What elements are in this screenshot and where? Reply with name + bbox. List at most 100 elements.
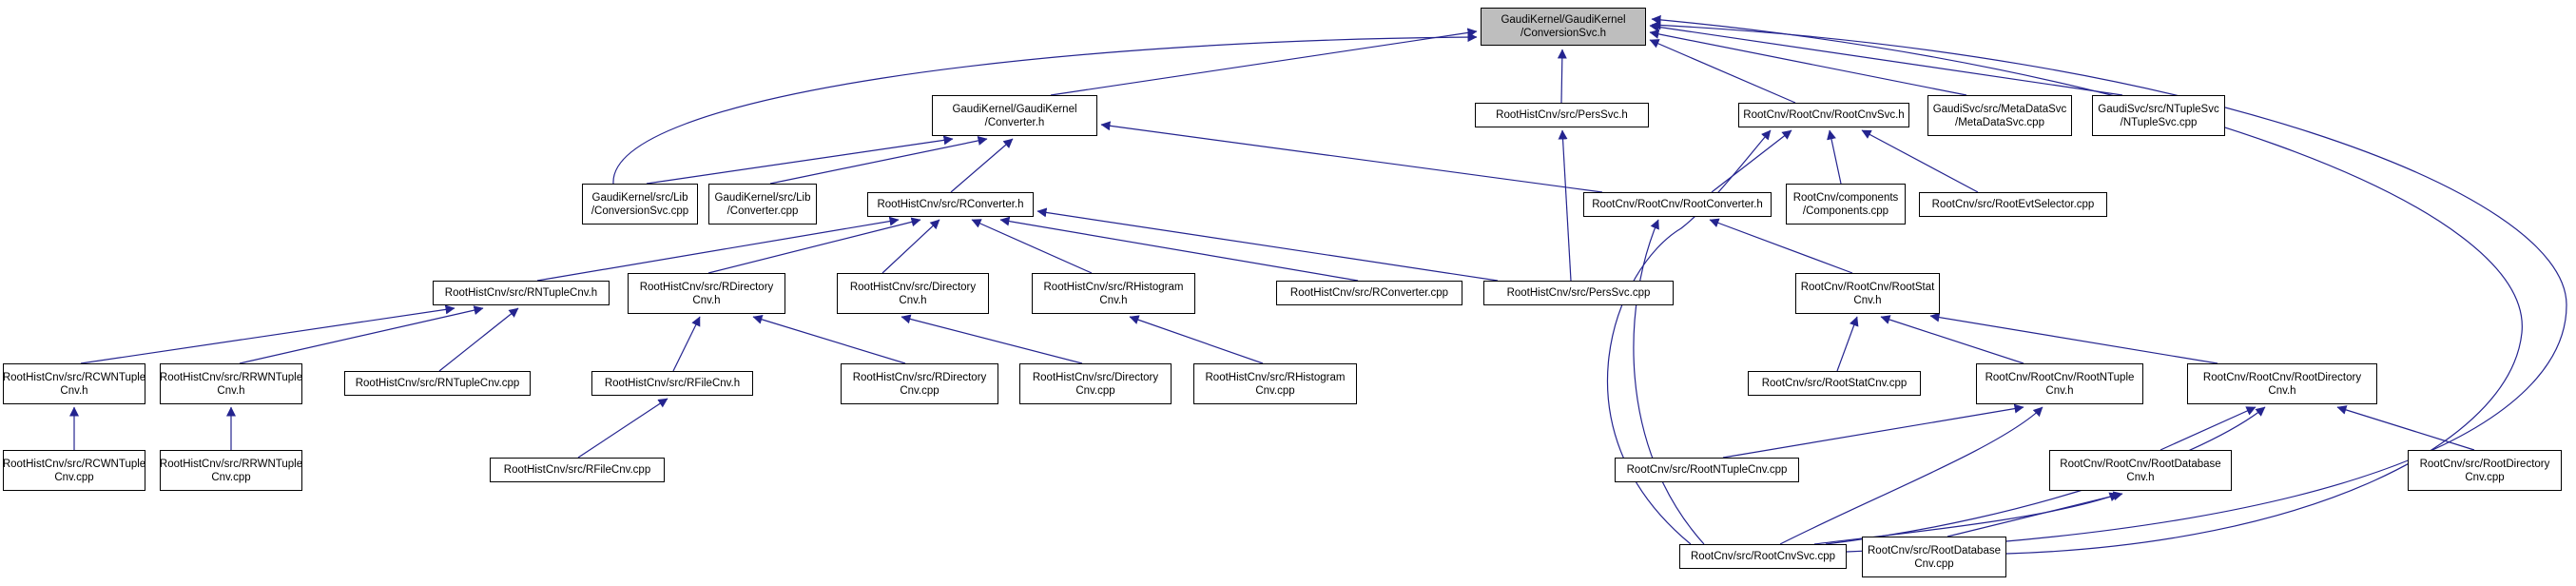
graph-node-rootevtselector-cpp[interactable]: RootCnv/src/RootEvtSelector.cpp xyxy=(1919,192,2107,217)
node-label: RootCnv/src/RootNTupleCnv.cpp xyxy=(1626,464,1788,476)
node-label: GaudiKernel/src/Lib xyxy=(591,191,688,204)
node-label: /ConversionSvc.cpp xyxy=(591,205,689,217)
node-label: RootCnv/RootCnv/RootDirectory xyxy=(2202,371,2362,383)
graph-node-rootdatabasecnv-cpp[interactable]: RootCnv/src/RootDatabase Cnv.cpp xyxy=(1862,537,2006,577)
graph-node-rhistogramcnv-cpp[interactable]: RootHistCnv/src/RHistogram Cnv.cpp xyxy=(1193,363,1357,404)
edge-rootstatcnv-h-to-rootconverter-h xyxy=(1709,218,1853,274)
graph-node-rcwntuplecnv-cpp[interactable]: RootHistCnv/src/RCWNTuple Cnv.cpp xyxy=(3,450,145,491)
node-label: Cnv.cpp xyxy=(211,471,251,483)
node-label: Cnv.cpp xyxy=(1255,384,1295,397)
graph-node-perssvc-h[interactable]: RootHistCnv/src/PersSvc.h xyxy=(1475,103,1649,127)
node-label: /Converter.cpp xyxy=(726,205,799,217)
edge-rootcnvsvc-cpp-to-rootdatabasecnv-h xyxy=(1813,492,2120,545)
graph-node-rootntuplecnv-cpp[interactable]: RootCnv/src/RootNTupleCnv.cpp xyxy=(1615,458,1799,482)
edge-rntuplecnv-h-to-rconverter-h xyxy=(536,216,900,282)
node-label: RootCnv/src/RootCnvSvc.cpp xyxy=(1690,551,1836,562)
graph-node-directorycnv-cpp[interactable]: RootHistCnv/src/Directory Cnv.cpp xyxy=(1019,363,1172,404)
edge-components-cpp-to-rootcnvsvc-h xyxy=(1827,129,1842,185)
graph-node-rconverter-h[interactable]: RootHistCnv/src/RConverter.h xyxy=(867,192,1034,217)
graph-node-lib-converter-cpp[interactable]: GaudiKernel/src/Lib /Converter.cpp xyxy=(708,184,817,225)
node-label: /Converter.h xyxy=(984,116,1045,128)
graph-node-rcwntuplecnv-h[interactable]: RootHistCnv/src/RCWNTuple Cnv.h xyxy=(3,363,145,404)
edge-rootcnvsvc-h-to-conversionsvc-h xyxy=(1649,39,1796,104)
graph-node-metadatasvc-cpp[interactable]: GaudiSvc/src/MetaDataSvc /MetaDataSvc.cp… xyxy=(1927,95,2072,136)
graph-node-rfilecnv-cpp[interactable]: RootHistCnv/src/RFileCnv.cpp xyxy=(490,458,665,482)
node-label: GaudiKernel/GaudiKernel xyxy=(1501,14,1626,26)
node-label: RootCnv/components xyxy=(1792,191,1899,204)
graph-node-ntuplesvc-cpp[interactable]: GaudiSvc/src/NTupleSvc /NTupleSvc.cpp xyxy=(2092,95,2225,136)
edge-rntuplecnv-cpp-to-rntuplecnv-h xyxy=(438,307,519,372)
graph-node-components-cpp[interactable]: RootCnv/components /Components.cpp xyxy=(1786,184,1906,225)
edge-rootdatabasecnv-h-to-rootdirectorycnv-h xyxy=(2160,406,2256,451)
node-label: Cnv.h xyxy=(1099,294,1128,306)
edge-rootevtselector-cpp-to-rootcnvsvc-h xyxy=(1861,129,1979,193)
node-label: RootHistCnv/src/RCWNTuple xyxy=(2,371,146,383)
edge-rootcnvsvc-cpp-to-rootcnvsvc-h xyxy=(1607,129,1772,545)
graph-node-rconverter-cpp[interactable]: RootHistCnv/src/RConverter.cpp xyxy=(1276,281,1462,305)
node-label: /Components.cpp xyxy=(1802,205,1889,217)
edge-rdirectorycnv-cpp-to-rdirectorycnv-h xyxy=(752,315,906,364)
graph-node-perssvc-cpp[interactable]: RootHistCnv/src/PersSvc.cpp xyxy=(1483,281,1674,305)
node-label: RootHistCnv/src/RDirectory xyxy=(852,371,987,383)
edge-lib-conversionsvc-cpp-to-conversionsvc-h xyxy=(612,32,1478,185)
node-label: RootHistCnv/src/RConverter.cpp xyxy=(1289,287,1449,299)
node-label: Cnv.cpp xyxy=(2465,471,2505,483)
node-label: RootHistCnv/src/RDirectory xyxy=(639,281,774,293)
graph-node-lib-conversionsvc-cpp[interactable]: GaudiKernel/src/Lib /ConversionSvc.cpp xyxy=(582,184,698,225)
graph-node-rhistogramcnv-h[interactable]: RootHistCnv/src/RHistogram Cnv.h xyxy=(1032,273,1195,314)
graph-node-rootstatcnv-cpp[interactable]: RootCnv/src/RootStatCnv.cpp xyxy=(1748,371,1921,396)
graph-node-rootdatabasecnv-h[interactable]: RootCnv/RootCnv/RootDatabase Cnv.h xyxy=(2049,450,2232,491)
graph-node-rdirectorycnv-h[interactable]: RootHistCnv/src/RDirectory Cnv.h xyxy=(628,273,785,314)
node-label: Cnv.h xyxy=(2268,384,2296,397)
node-label: RootHistCnv/src/RFileCnv.h xyxy=(604,378,741,389)
edge-rootdirectorycnv-cpp-to-rootdirectorycnv-h xyxy=(2336,405,2475,451)
graph-node-converter-h[interactable]: GaudiKernel/GaudiKernel /Converter.h xyxy=(932,95,1097,136)
graph-node-rootcnvsvc-cpp[interactable]: RootCnv/src/RootCnvSvc.cpp xyxy=(1679,544,1847,569)
graph-node-rootstatcnv-h[interactable]: RootCnv/RootCnv/RootStat Cnv.h xyxy=(1795,273,1940,314)
graph-node-rootdirectorycnv-h[interactable]: RootCnv/RootCnv/RootDirectory Cnv.h xyxy=(2187,363,2377,404)
graph-node-rntuplecnv-cpp[interactable]: RootHistCnv/src/RNTupleCnv.cpp xyxy=(344,371,531,396)
node-label: GaudiSvc/src/NTupleSvc xyxy=(2098,103,2219,115)
node-label: RootHistCnv/src/RCWNTuple xyxy=(2,458,146,470)
node-label: RootHistCnv/src/RNTupleCnv.h xyxy=(444,287,598,299)
node-label: RootCnv/src/RootDirectory xyxy=(2419,458,2550,470)
graph-node-directorycnv-h[interactable]: RootHistCnv/src/Directory Cnv.h xyxy=(837,273,989,314)
graph-node-rootcnvsvc-h[interactable]: RootCnv/RootCnv/RootCnvSvc.h xyxy=(1738,103,1909,127)
node-label: /MetaDataSvc.cpp xyxy=(1955,116,2044,128)
edge-rootcnvsvc-cpp-to-rootconverter-h xyxy=(1633,219,1705,545)
graph-node-rrwntuplecnv-h[interactable]: RootHistCnv/src/RRWNTuple Cnv.h xyxy=(160,363,302,404)
node-label: RootHistCnv/src/RHistogram xyxy=(1205,371,1346,383)
node-label: /ConversionSvc.h xyxy=(1520,28,1607,39)
graph-node-rfilecnv-h[interactable]: RootHistCnv/src/RFileCnv.h xyxy=(591,371,753,396)
edge-converter-h-to-conversionsvc-h xyxy=(1050,28,1478,96)
edge-perssvc-h-to-conversionsvc-h xyxy=(1557,49,1567,104)
graph-node-rrwntuplecnv-cpp[interactable]: RootHistCnv/src/RRWNTuple Cnv.cpp xyxy=(160,450,302,491)
edge-lib-conversionsvc-cpp-to-converter-h xyxy=(646,135,954,185)
edge-rootdatabasecnv-cpp-to-rootdatabasecnv-h xyxy=(1947,491,2123,537)
node-label: /NTupleSvc.cpp xyxy=(2120,116,2198,128)
edge-directorycnv-cpp-to-directorycnv-h xyxy=(901,314,1083,364)
node-label: RootHistCnv/src/RRWNTuple xyxy=(159,371,303,383)
node-label: RootHistCnv/src/RRWNTuple xyxy=(159,458,303,470)
graph-node-rootdirectorycnv-cpp[interactable]: RootCnv/src/RootDirectory Cnv.cpp xyxy=(2408,450,2562,491)
node-label: Cnv.h xyxy=(2126,471,2155,483)
graph-node-rntuplecnv-h[interactable]: RootHistCnv/src/RNTupleCnv.h xyxy=(433,281,610,305)
edge-rootntuplecnv-cpp-to-rootntuplecnv-h xyxy=(1722,403,2024,459)
node-label: RootCnv/RootCnv/RootStat xyxy=(1800,281,1935,293)
edge-perssvc-cpp-to-perssvc-h xyxy=(1558,129,1572,282)
graph-node-rdirectorycnv-cpp[interactable]: RootHistCnv/src/RDirectory Cnv.cpp xyxy=(841,363,998,404)
edge-perssvc-cpp-to-rconverter-h xyxy=(1036,207,1499,282)
node-label: RootCnv/RootCnv/RootDatabase xyxy=(2060,458,2221,470)
node-label: Cnv.cpp xyxy=(54,471,94,483)
node-label: RootHistCnv/src/PersSvc.h xyxy=(1496,109,1628,121)
node-label: RootCnv/RootCnv/RootCnvSvc.h xyxy=(1743,109,1905,121)
edge-rootcnvsvc-cpp-to-rootntuplecnv-h xyxy=(1779,406,2043,545)
node-label: Cnv.h xyxy=(692,294,721,306)
node-label: Cnv.h xyxy=(217,384,245,397)
node-label: RootHistCnv/src/PersSvc.cpp xyxy=(1506,287,1651,299)
edge-rootdirectorycnv-h-to-rootstatcnv-h xyxy=(1929,312,2218,364)
graph-node-rootconverter-h[interactable]: RootCnv/RootCnv/RootConverter.h xyxy=(1583,192,1772,217)
node-label: RootHistCnv/src/Directory xyxy=(849,281,977,293)
node-label: RootHistCnv/src/RNTupleCnv.cpp xyxy=(355,378,520,389)
graph-node-rootntuplecnv-h[interactable]: RootCnv/RootCnv/RootNTuple Cnv.h xyxy=(1976,363,2143,404)
